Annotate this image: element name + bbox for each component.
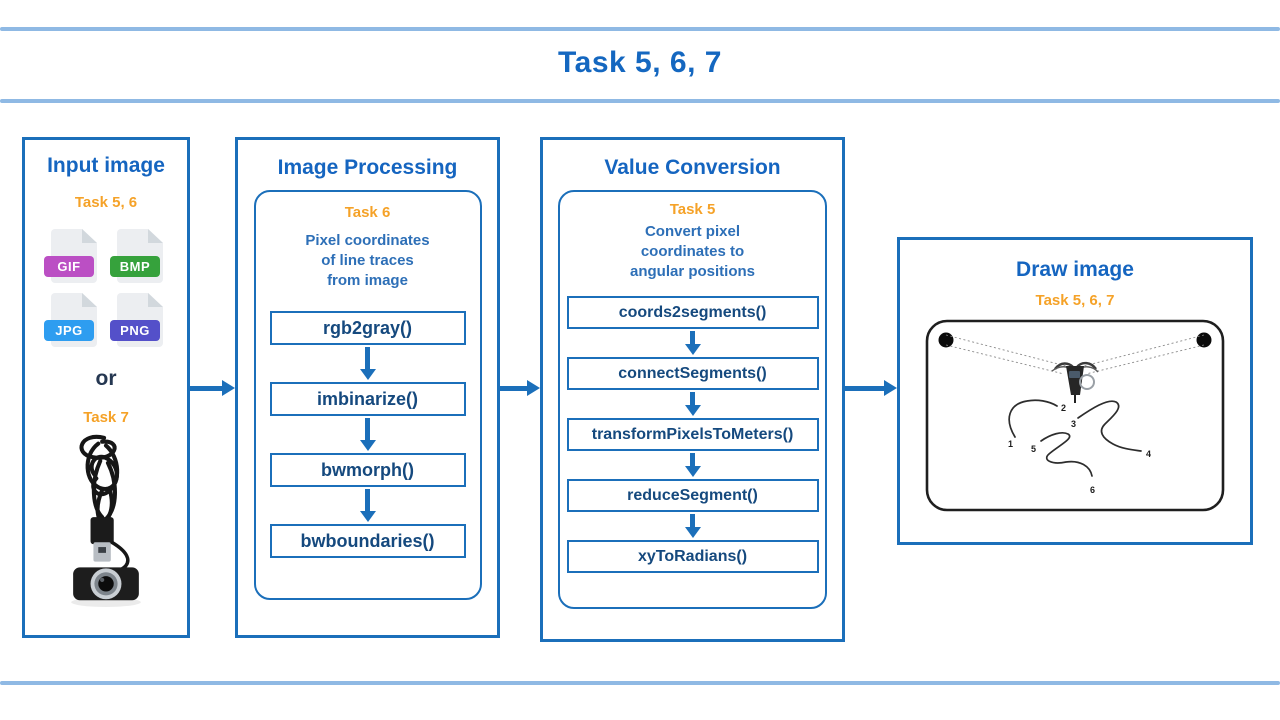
- processing-description: Pixel coordinates of line traces from im…: [305, 232, 430, 289]
- conversion-description: Convert pixel coordinates to angular pos…: [629, 223, 755, 280]
- anchor-dot-left: [938, 332, 954, 348]
- waypoint-5: 5: [1031, 444, 1036, 454]
- value-conversion-title: Value Conversion: [604, 156, 781, 179]
- function-box-bwboundaries: bwboundaries(): [269, 524, 466, 558]
- function-box-rgb2gray: rgb2gray(): [269, 311, 466, 345]
- down-arrow: [359, 418, 376, 451]
- conversion-task-label: Task 5: [669, 201, 716, 218]
- gif-file-icon: GIF: [44, 229, 97, 283]
- down-arrow: [684, 331, 701, 355]
- down-arrow: [684, 453, 701, 477]
- anchor-dot-right: [1196, 332, 1212, 348]
- down-arrow: [359, 347, 376, 380]
- waypoint-3: 3: [1071, 419, 1076, 429]
- camera-cable: [110, 540, 130, 571]
- waypoint-2: 2: [1061, 403, 1066, 413]
- input-task-label: Task 5, 6: [74, 194, 138, 211]
- gif-label: GIF: [44, 256, 94, 277]
- input-task2-label: Task 7: [83, 409, 129, 426]
- flow-arrow-conversion-to-draw: [845, 380, 897, 396]
- waypoint-1: 1: [1008, 439, 1013, 449]
- image-processing-box: Image Processing Task 6 Pixel coordinate…: [235, 137, 500, 638]
- value-conversion-box: Value Conversion Task 5 Convert pixel co…: [540, 137, 845, 642]
- function-box-reducesegment: reduceSegment(): [566, 479, 819, 512]
- input-image-title: Input image: [47, 154, 165, 177]
- flow-arrow-input-to-processing: [190, 380, 235, 396]
- jpg-label: JPG: [44, 320, 94, 341]
- whiteboard: [925, 319, 1225, 512]
- jpg-file-icon: JPG: [44, 293, 97, 347]
- function-box-connectsegments: connectSegments(): [566, 357, 819, 390]
- waypoint-numbers: 1 2 3 4 5 6: [1008, 403, 1151, 495]
- flow-arrow-processing-to-conversion: [500, 380, 540, 396]
- task6-inner-box: Task 6 Pixel coordinates of line traces …: [253, 190, 482, 600]
- png-label: PNG: [110, 320, 160, 341]
- coiled-cable: [79, 434, 120, 523]
- or-label: or: [95, 367, 117, 390]
- usb-plug-body: [90, 517, 114, 545]
- function-box-transformpixelstometers: transformPixelsToMeters(): [566, 418, 819, 451]
- page-title: Task 5, 6, 7: [558, 46, 722, 79]
- usb-webcam-photo: [71, 434, 141, 607]
- divider-line-bottom: [0, 681, 1280, 685]
- processing-task-label: Task 6: [344, 204, 391, 221]
- bmp-file-icon: BMP: [110, 229, 163, 283]
- down-arrow: [359, 489, 376, 522]
- function-box-bwmorph: bwmorph(): [269, 453, 466, 487]
- image-processing-title: Image Processing: [277, 156, 458, 179]
- task5-inner-box: Task 5 Convert pixel coordinates to angu…: [558, 190, 827, 609]
- waypoint-4: 4: [1146, 449, 1151, 459]
- function-box-coords2segments: coords2segments(): [566, 296, 819, 329]
- divider-line-under-title: [0, 99, 1280, 103]
- input-image-box: Input image Task 5, 6 GIF BMP JPG PNG or…: [22, 137, 190, 638]
- down-arrow: [684, 514, 701, 538]
- function-box-xytoradians: xyToRadians(): [566, 540, 819, 573]
- divider-line-top: [0, 27, 1280, 31]
- drawbot-robot: [1051, 361, 1099, 403]
- down-arrow: [684, 392, 701, 416]
- drawn-trace-lines: [1008, 399, 1142, 477]
- file-type-icons: GIF BMP JPG PNG: [44, 229, 163, 347]
- png-file-icon: PNG: [110, 293, 163, 347]
- drawbot-whiteboard-illustration: 1 2 3 4 5 6: [925, 319, 1225, 512]
- bmp-label: BMP: [110, 256, 160, 277]
- function-box-imbinarize: imbinarize(): [269, 382, 466, 416]
- draw-task-label: Task 5, 6, 7: [1035, 292, 1115, 309]
- draw-image-title: Draw image: [1016, 258, 1134, 281]
- draw-image-box: Draw image Task 5, 6, 7: [897, 237, 1253, 545]
- waypoint-6: 6: [1090, 485, 1095, 495]
